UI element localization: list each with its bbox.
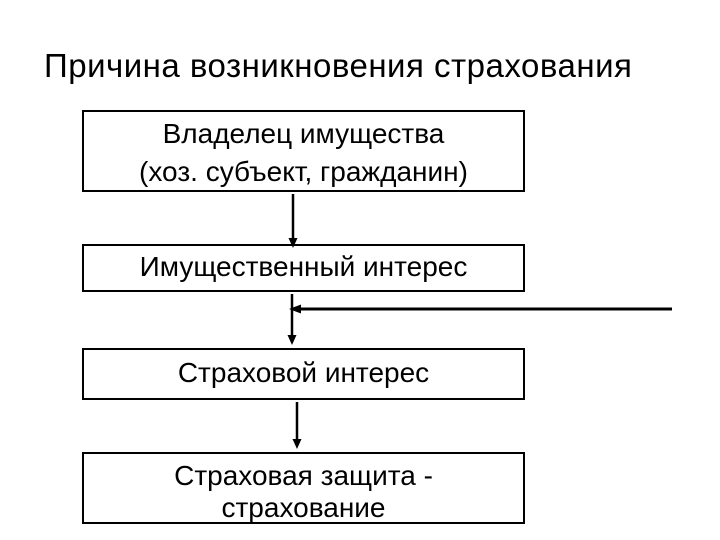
- flowchart-box-insurance-interest: Страховой интерес: [82, 348, 525, 400]
- flowchart-box-insurance-protection: Страховая защита - страхование: [82, 452, 525, 524]
- arrow-down-interest-to-protection: [292, 402, 302, 449]
- flowchart-box-property-interest: Имущественный интерес: [82, 244, 525, 292]
- arrow-left-icon: [289, 304, 301, 314]
- box-text-line: Страховая защита -: [174, 460, 433, 491]
- box-text-line: Имущественный интерес: [139, 251, 468, 282]
- slide-title: Причина возникновения страхования: [44, 47, 633, 84]
- box-text-line: страхование: [221, 492, 386, 523]
- arrow-down-property-to-insurance-interest: [287, 294, 297, 345]
- flowchart-box-property-owner: Владелец имущества (хоз. субъект, гражда…: [82, 110, 525, 192]
- arrow-left-from-right-edge: [289, 304, 672, 314]
- arrow-down-icon: [287, 335, 297, 345]
- box-text-line: (хоз. субъект, гражданин): [139, 156, 468, 187]
- arrow-down-owner-to-property-interest: [288, 194, 298, 248]
- box-text-line: Страховой интерес: [177, 357, 430, 388]
- arrow-down-icon: [292, 439, 302, 449]
- box-text-line: Владелец имущества: [162, 118, 445, 149]
